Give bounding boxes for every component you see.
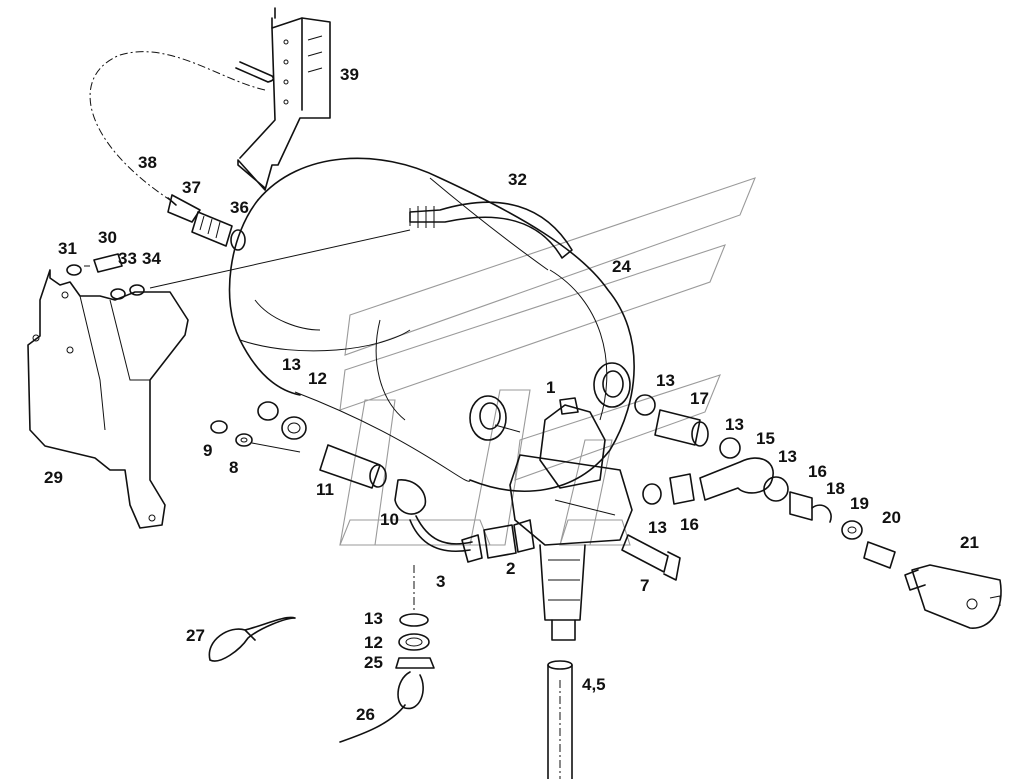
label-13-c: 13	[725, 415, 744, 434]
drain-valve	[339, 565, 435, 743]
pipe-stub	[235, 61, 275, 83]
label-10: 10	[380, 510, 399, 529]
label-7: 7	[640, 576, 649, 595]
seal-rings-left	[210, 401, 427, 515]
cable-tie	[208, 616, 296, 662]
label-13-e: 13	[648, 518, 667, 537]
label-37: 37	[182, 178, 201, 197]
mounting-plate	[27, 269, 189, 529]
label-29: 29	[44, 468, 63, 487]
label-1: 1	[546, 378, 555, 397]
dashed-routing-line	[89, 51, 266, 201]
label-17: 17	[690, 389, 709, 408]
banjo-fitting-assembly	[634, 394, 896, 569]
banjo-bolt	[621, 534, 681, 581]
label-3: 3	[436, 572, 445, 591]
label-13-d: 13	[778, 447, 797, 466]
label-11: 11	[316, 480, 334, 499]
label-20: 20	[882, 508, 901, 527]
label-33: 33	[118, 249, 137, 268]
label-21: 21	[960, 533, 979, 552]
label-25: 25	[364, 653, 383, 672]
label-13-f: 13	[364, 609, 383, 628]
label-16-b: 16	[680, 515, 699, 534]
label-38: 38	[138, 153, 157, 172]
label-18: 18	[826, 479, 845, 498]
label-15: 15	[756, 429, 775, 448]
pressure-sensor	[904, 564, 1002, 629]
hose-fitting	[167, 194, 246, 251]
label-13-a: 13	[282, 355, 301, 374]
hose-section	[547, 660, 573, 779]
label-34: 34	[142, 249, 161, 268]
label-12-b: 12	[364, 633, 383, 652]
label-45: 4,5	[582, 675, 606, 694]
label-26: 26	[356, 705, 375, 724]
label-24: 24	[612, 257, 631, 276]
label-27: 27	[186, 626, 205, 645]
bolt-and-nuts	[66, 253, 145, 300]
label-39: 39	[340, 65, 359, 84]
watermark-logo	[339, 177, 756, 546]
air-tank	[228, 157, 635, 492]
label-32: 32	[508, 170, 527, 189]
part-labels: 39 38 37 36 32 31 30 33 34 24 13 12 1 13…	[44, 65, 979, 724]
label-16-a: 16	[808, 462, 827, 481]
label-8: 8	[229, 458, 238, 477]
mounting-bracket	[237, 7, 331, 191]
tank-strap	[409, 201, 573, 259]
tank-ports	[469, 362, 631, 441]
label-31: 31	[58, 239, 77, 258]
label-12-a: 12	[308, 369, 327, 388]
label-30: 30	[98, 228, 117, 247]
air-line	[409, 515, 535, 563]
leader-line	[149, 229, 411, 289]
label-19: 19	[850, 494, 869, 513]
label-36: 36	[230, 198, 249, 217]
label-13-b: 13	[656, 371, 675, 390]
label-2: 2	[506, 559, 515, 578]
label-9: 9	[203, 441, 212, 460]
pressure-regulator-valve	[509, 397, 633, 641]
